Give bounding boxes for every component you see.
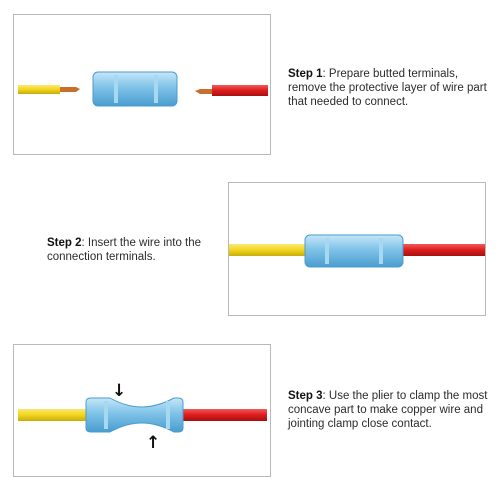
- terminal-collar-right: [154, 75, 158, 103]
- terminal-collar-right: [166, 401, 170, 429]
- step1-label: Step 1: [288, 68, 323, 80]
- step2-text: : Insert the wire into the connection te…: [47, 237, 202, 263]
- terminal-collar-left: [114, 75, 118, 103]
- yellow-wire: [229, 244, 307, 256]
- step3-illustration: ↓ ↑: [13, 344, 271, 477]
- red-wire: [401, 244, 485, 256]
- step3-caption: Step 3: Use the plier to clamp the most …: [288, 389, 488, 431]
- step1-text: : Prepare butted terminals, remove the p…: [288, 68, 487, 108]
- wires-separated-diagram: [18, 71, 268, 107]
- terminal-collar-right: [379, 238, 383, 264]
- step1-caption: Step 1: Prepare butted terminals, remove…: [288, 67, 488, 109]
- crimp-diagram: [18, 397, 267, 433]
- terminal-collar-left: [325, 238, 329, 264]
- step2-label: Step 2: [47, 237, 82, 249]
- step1-illustration: [13, 14, 271, 155]
- down-arrow-icon: ↓: [112, 381, 127, 401]
- terminal-collar-left: [104, 401, 108, 429]
- red-wire: [212, 85, 268, 96]
- terminal-body: [92, 71, 178, 107]
- yellow-wire: [18, 409, 88, 421]
- copper-strand-left: [60, 87, 80, 92]
- yellow-wire: [18, 85, 60, 94]
- up-arrow-icon: ↑: [146, 433, 161, 453]
- step2-caption: Step 2: Insert the wire into the connect…: [47, 236, 225, 264]
- terminal-body: [304, 234, 404, 268]
- wires-inserted-diagram: [229, 234, 485, 268]
- step3-label: Step 3: [288, 390, 323, 402]
- red-wire: [179, 409, 267, 421]
- step3-text: : Use the plier to clamp the most concav…: [288, 390, 488, 430]
- crimped-terminal-body: [85, 397, 184, 433]
- copper-strand-right: [195, 89, 212, 94]
- step2-illustration: [228, 182, 486, 316]
